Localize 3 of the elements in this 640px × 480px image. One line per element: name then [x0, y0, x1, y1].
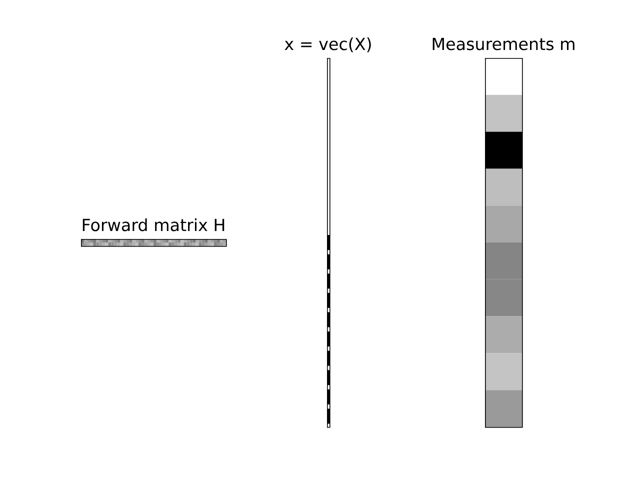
- plot-title: Measurements m: [432, 38, 574, 50]
- plot-title: Forward matrix H: [82, 218, 224, 232]
- plot-title: x = vec(X): [284, 37, 371, 52]
